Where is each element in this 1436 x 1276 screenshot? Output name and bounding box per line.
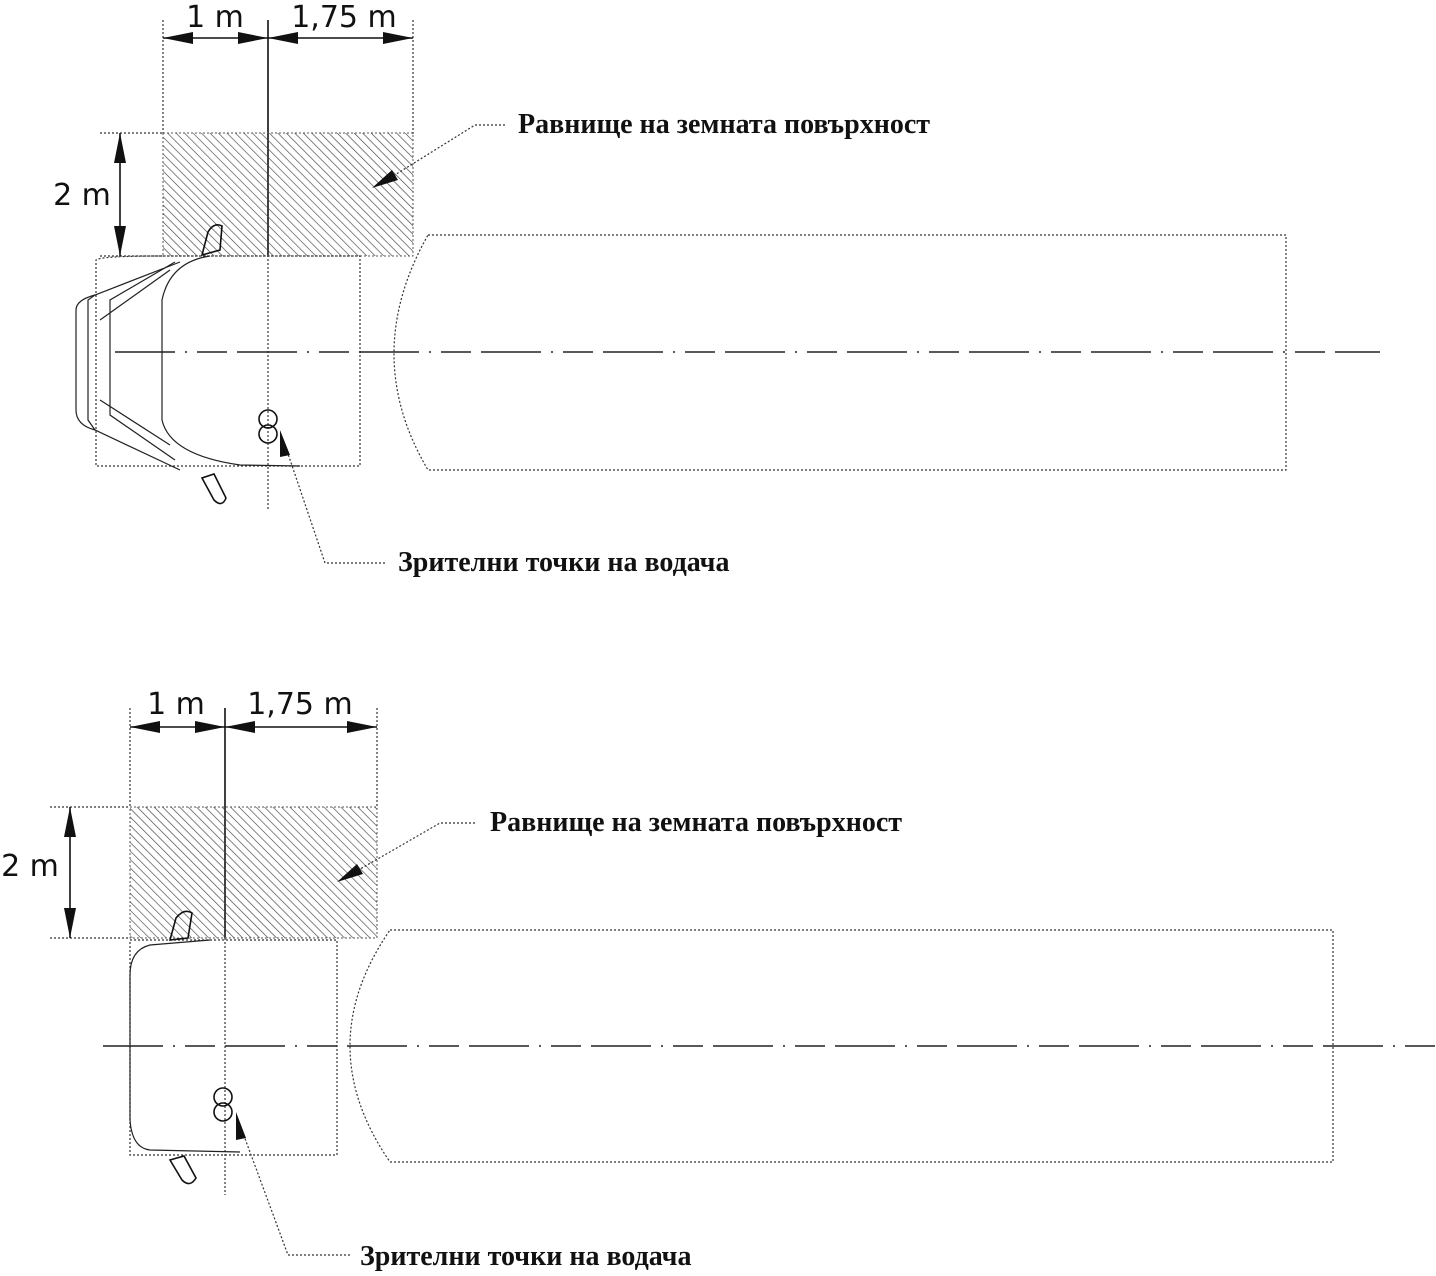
ground-level-area (162, 132, 414, 257)
arrow-mid-left-icon (238, 32, 268, 44)
arrow-mid-right-icon (225, 721, 255, 733)
eye-leader-arrow-icon (280, 430, 290, 457)
ground-level-label: Равнище на земната повърхност (490, 807, 902, 838)
cab-windshield (109, 261, 176, 461)
ground-level-label: Равнище на земната повърхност (518, 109, 930, 140)
cab-front (129, 939, 241, 1153)
ground-label-leader (354, 822, 475, 873)
eye-point-lower (213, 1102, 233, 1122)
arrow-left-icon (130, 721, 160, 733)
dim-height-label: 2 m (1, 849, 59, 884)
ground-leader-arrow-icon (372, 170, 398, 188)
mirror-top-icon (168, 910, 193, 941)
cab-detail-lines (99, 269, 171, 446)
arrow-right-icon (347, 721, 377, 733)
ground-leader-arrow-icon (337, 864, 363, 882)
cab-nose (75, 261, 181, 471)
trailer-body (393, 234, 1287, 471)
dim-height-label: 2 m (53, 178, 111, 213)
eye-label-leader (284, 444, 385, 564)
mirror-top-icon (200, 224, 223, 257)
eye-point-lower (258, 424, 278, 444)
eye-point-upper (213, 1087, 233, 1107)
cab-front (161, 255, 301, 467)
mirror-bottom-icon (168, 1155, 197, 1185)
arrow-right-icon (383, 32, 413, 44)
eye-leader-arrow-icon (236, 1112, 246, 1140)
driver-eye-points-label: Зрителни точки на водача (398, 547, 729, 578)
driver-eye-points-label: Зрителни точки на водача (360, 1241, 691, 1272)
dim-width-right-label: 1,75 m (291, 0, 397, 35)
ground-level-area (129, 806, 378, 939)
cab-grille (87, 294, 96, 431)
arrow-up-icon (64, 807, 76, 837)
eye-point-upper (258, 409, 278, 429)
dim-width-left-label: 1 m (186, 0, 244, 35)
figure-top: 1 m 1,75 m 2 m Равнище на зем (53, 0, 1380, 578)
arrow-down-icon (64, 908, 76, 938)
arrow-mid-left-icon (195, 721, 225, 733)
cab-outline (95, 255, 361, 467)
ground-label-leader (389, 124, 505, 179)
arrow-left-icon (163, 32, 193, 44)
mirror-bottom-icon (200, 473, 227, 505)
cab-outline (129, 939, 338, 1156)
arrow-down-icon (114, 226, 126, 256)
figure-bottom: 1 m 1,75 m 2 m Равнище на земната повърх… (1, 687, 1436, 1272)
eye-label-leader (239, 1124, 350, 1256)
arrow-up-icon (114, 133, 126, 163)
dim-width-right-label: 1,75 m (247, 687, 353, 722)
arrow-mid-right-icon (268, 32, 298, 44)
dim-width-left-label: 1 m (147, 687, 205, 722)
trailer-body (349, 929, 1334, 1163)
